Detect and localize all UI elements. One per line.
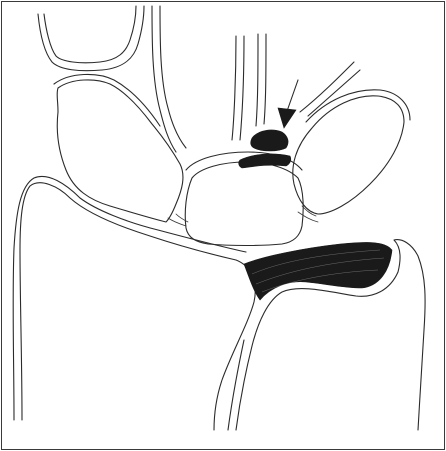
right-bone: [293, 90, 410, 222]
dark-wedge-lower: [244, 242, 392, 300]
upper-left-bone: [38, 6, 144, 71]
lower-left-bone: [13, 176, 255, 430]
center-bone: [168, 152, 303, 246]
arrow-icon: [278, 80, 298, 128]
upper-middle-bone: [152, 6, 244, 152]
middle-left-bone: [54, 74, 183, 222]
dark-patch-upper: [251, 130, 288, 151]
upper-right-bone: [256, 34, 360, 126]
dark-band-middle: [239, 154, 291, 168]
